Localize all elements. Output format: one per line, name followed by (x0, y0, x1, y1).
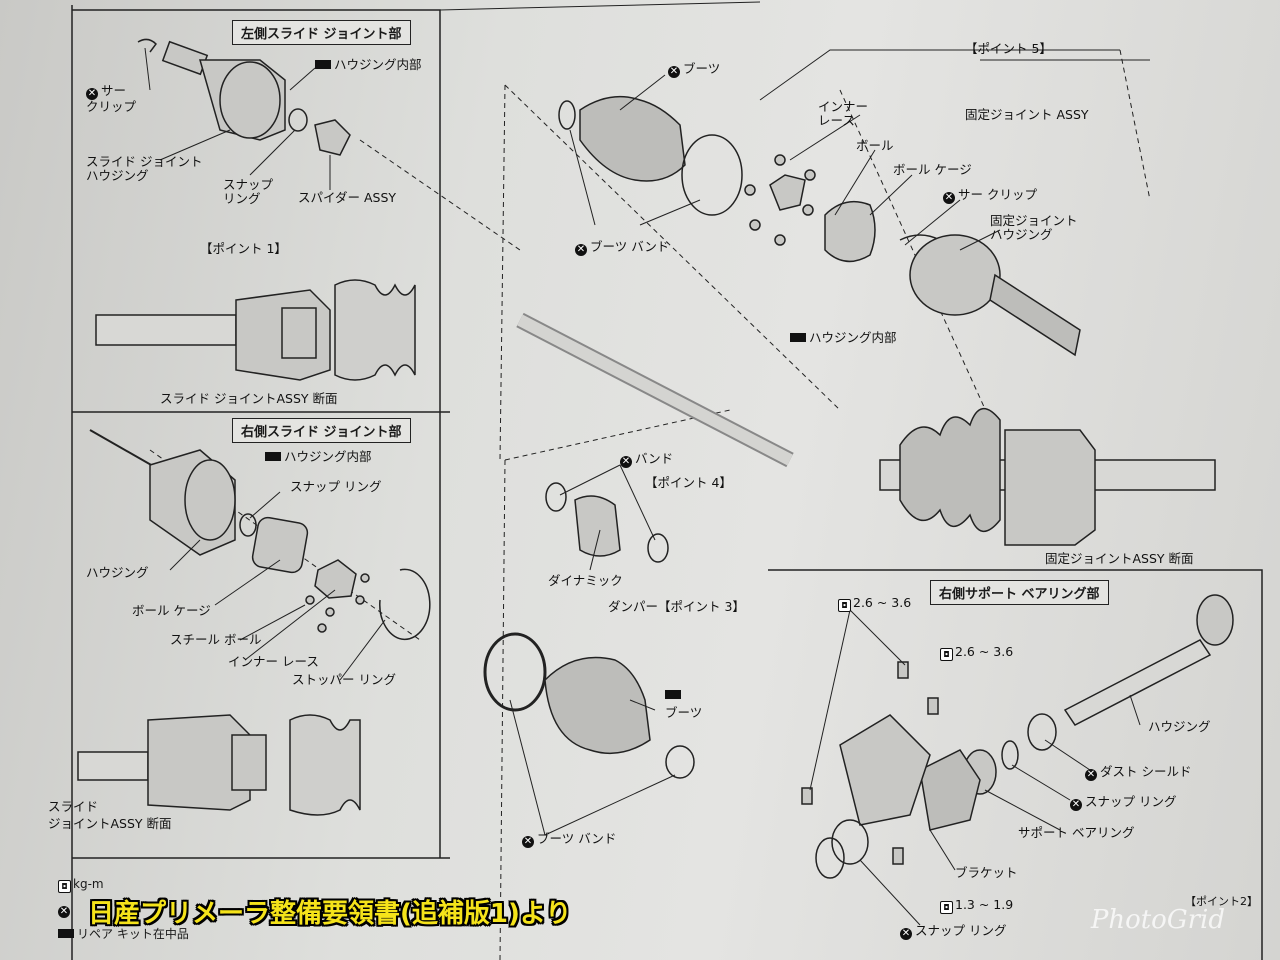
source-caption: 日産プリメーラ整備要領書(追補版1)より (88, 899, 572, 929)
legend-replace: ✕ (58, 897, 189, 922)
label-dynamic: ダイナミック (548, 573, 623, 588)
legend: ◘kg-m ✕ リペア キット在中品 (58, 872, 189, 947)
slide-assy-section-label-2: スライド ジョイントASSY 断面 (48, 799, 172, 831)
label-inner-race-2: インナー レース (228, 654, 319, 669)
label-support-bearing: サポート ベアリング (1018, 825, 1135, 840)
legend-torque: ◘kg-m (58, 872, 189, 897)
label-fixed-housing: 固定ジョイント ハウジング (990, 213, 1078, 242)
repair-kit-icon (790, 333, 806, 342)
label-text: バンド (635, 451, 674, 466)
label-spider-assy: スパイダー ASSY (298, 190, 397, 205)
fixed-assy-label: 固定ジョイント ASSY (965, 107, 1089, 122)
label-circlip-1: ✕サー クリップ (86, 84, 136, 114)
label-text: 2.6 ~ 3.6 (955, 644, 1014, 659)
replace-icon: ✕ (900, 928, 912, 940)
torque-icon: ◘ (838, 599, 851, 612)
label-snap-ring-1: スナップ リング (223, 177, 274, 206)
legend-repair-text: リペア キット在中品 (77, 927, 189, 941)
label-housing: ハウジング (86, 565, 149, 580)
repair-kit-icon (58, 929, 74, 938)
label-boot-band-1: ✕ブーツ バンド (575, 240, 669, 256)
replace-icon: ✕ (668, 66, 680, 78)
section-right-slide-joint: 右側スライド ジョイント部 (232, 418, 411, 443)
label-inner-race-1: インナー レース (818, 99, 869, 128)
label-ball: ボール (856, 138, 894, 153)
label-slide-housing: スライド ジョイント ハウジング (86, 154, 203, 183)
replace-icon: ✕ (86, 88, 98, 100)
section-left-slide-joint: 左側スライド ジョイント部 (232, 20, 411, 45)
label-snap-ring-4: ✕スナップ リング (900, 924, 1006, 940)
repair-kit-icon (665, 690, 681, 699)
label-bracket: ブラケット (955, 865, 1018, 880)
label-stopper-ring: ストッパー リング (292, 672, 396, 687)
replace-icon: ✕ (620, 456, 632, 468)
replace-icon: ✕ (1070, 799, 1082, 811)
label-boot-2-text: ブーツ (665, 705, 703, 720)
label-circlip-2: ✕サー クリップ (943, 188, 1037, 204)
replace-icon: ✕ (58, 906, 70, 918)
label-housing-r: ハウジング (1148, 719, 1211, 734)
label-text: 2.6 ~ 3.6 (853, 595, 912, 610)
label-housing-inner-1: ハウジング内部 (315, 58, 422, 72)
label-boot-2 (665, 688, 684, 702)
photogrid-watermark: PhotoGrid (1090, 905, 1225, 935)
label-dust-shield: ✕ダスト シールド (1085, 765, 1191, 781)
label-boot-band-2: ✕ブーツ バンド (522, 832, 616, 848)
label-text: 1.3 ~ 1.9 (955, 897, 1014, 912)
label-text: ハウジング内部 (334, 57, 422, 72)
point2-label: 【ポイント2】 (1185, 895, 1258, 908)
replace-icon: ✕ (575, 244, 587, 256)
label-text: ブーツ (683, 61, 721, 76)
label-text: ブーツ バンド (590, 239, 670, 254)
label-text: ブーツ バンド (537, 831, 617, 846)
label-steel-ball: スチール ボール (170, 632, 262, 647)
replace-icon: ✕ (522, 836, 534, 848)
label-housing-inner-2: ハウジング内部 (790, 331, 897, 345)
legend-repair: リペア キット在中品 (58, 922, 189, 947)
label-boot-1: ✕ブーツ (668, 62, 720, 78)
label-text: スナップ リング (1085, 794, 1177, 809)
legend-torque-text: kg-m (73, 877, 104, 891)
label-torque-3: ◘1.3 ~ 1.9 (940, 898, 1013, 914)
label-ball-cage-1: ボール ケージ (893, 162, 972, 177)
replace-icon: ✕ (1085, 769, 1097, 781)
slide-assy-section-label: スライド ジョイントASSY 断面 (160, 391, 338, 406)
label-text: サー クリップ (86, 83, 137, 114)
repair-kit-icon (265, 452, 281, 461)
label-housing-inner-3: ハウジング内部 (265, 450, 372, 464)
label-band: ✕バンド (620, 452, 673, 468)
point3-label: ダンパー【ポイント 3】 (608, 599, 745, 614)
section-right-support-bearing: 右側サポート ベアリング部 (930, 580, 1109, 605)
repair-kit-icon (315, 60, 331, 69)
point4-label: 【ポイント 4】 (645, 475, 732, 490)
torque-icon: ◘ (940, 648, 953, 661)
label-snap-ring-3: ✕スナップ リング (1070, 795, 1176, 811)
label-torque-2: ◘2.6 ~ 3.6 (940, 645, 1013, 661)
label-text: ダスト シールド (1100, 764, 1192, 779)
label-ball-cage-2: ボール ケージ (132, 603, 211, 618)
label-text: ハウジング内部 (809, 330, 897, 345)
torque-icon: ◘ (940, 901, 953, 914)
label-text: スナップ リング (915, 923, 1007, 938)
label-text: ハウジング内部 (284, 449, 372, 464)
label-torque-1: ◘2.6 ~ 3.6 (838, 596, 911, 612)
point1-label: 【ポイント 1】 (200, 241, 287, 256)
replace-icon: ✕ (943, 192, 955, 204)
label-snap-ring-2: スナップ リング (290, 479, 382, 494)
fixed-assy-section-label: 固定ジョイントASSY 断面 (1045, 551, 1194, 566)
point5-label: 【ポイント 5】 (965, 41, 1052, 56)
torque-icon: ◘ (58, 880, 71, 893)
label-text: サー クリップ (958, 187, 1037, 202)
